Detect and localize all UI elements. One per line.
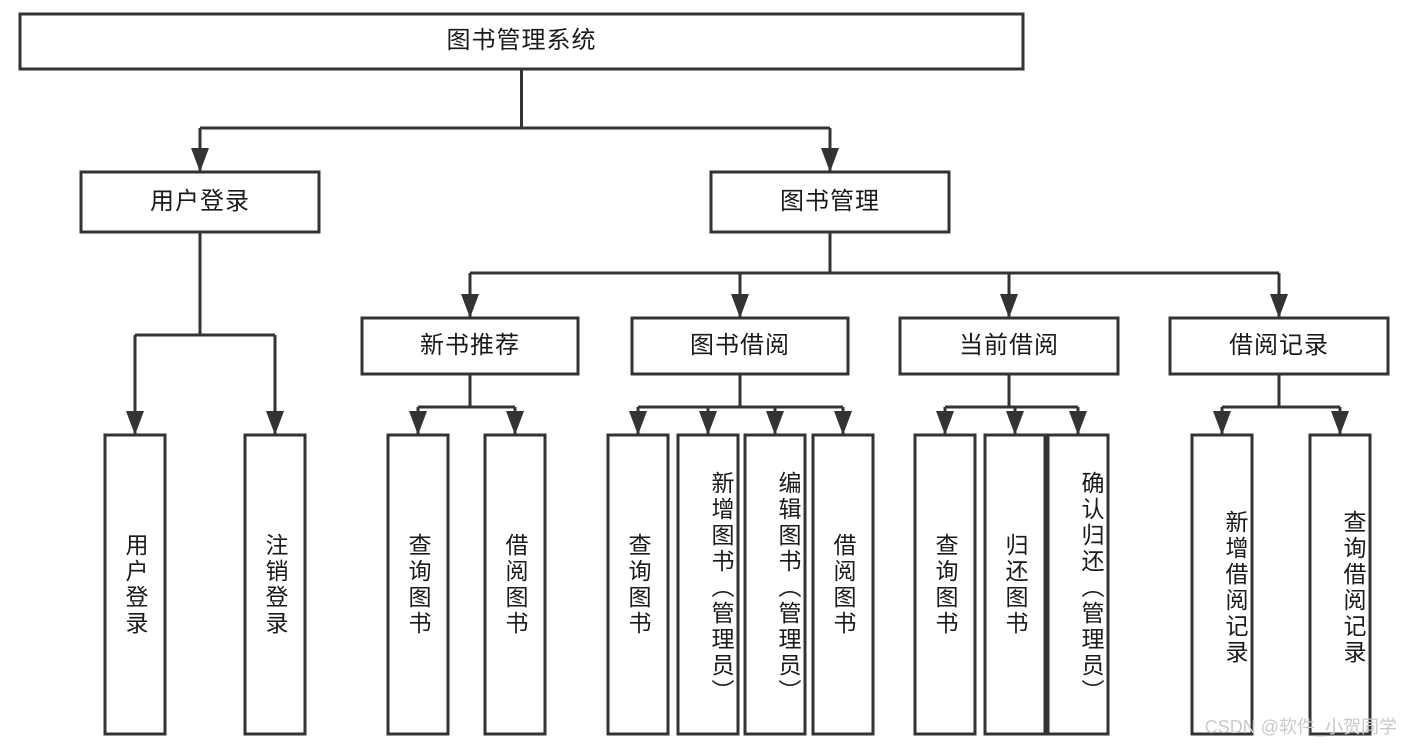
watermark-text: CSDN @软件_小贺同学 bbox=[1204, 717, 1397, 737]
node-box-level3-2[interactable] bbox=[898, 316, 1120, 376]
node-box-leaf-10[interactable] bbox=[1046, 433, 1110, 736]
arrow-head-book-mgmt-1 bbox=[731, 294, 749, 318]
arrow-head-l3-2-2 bbox=[1069, 411, 1087, 435]
node-box-level3-1[interactable] bbox=[630, 316, 850, 376]
node-box-level3-3[interactable] bbox=[1168, 316, 1390, 376]
node-box-leaf-3[interactable] bbox=[483, 433, 547, 736]
arrow-head-root-1 bbox=[821, 148, 839, 172]
arrow-head-l3-2-0 bbox=[936, 411, 954, 435]
arrow-head-l3-1-0 bbox=[629, 411, 647, 435]
node-box-leaf-11[interactable] bbox=[1190, 433, 1254, 736]
arrow-head-l3-3-0 bbox=[1213, 411, 1231, 435]
node-box-level3-0[interactable] bbox=[360, 316, 580, 376]
node-box-level2-0[interactable] bbox=[79, 170, 321, 234]
node-box-leaf-1[interactable] bbox=[243, 433, 307, 736]
node-box-leaf-6[interactable] bbox=[743, 433, 807, 736]
node-box-leaf-2[interactable] bbox=[386, 433, 450, 736]
arrow-head-book-mgmt-3 bbox=[1270, 294, 1288, 318]
node-box-leaf-0[interactable] bbox=[103, 433, 167, 736]
arrow-head-l3-3-1 bbox=[1331, 411, 1349, 435]
arrow-head-l3-1-3 bbox=[834, 411, 852, 435]
node-box-leaf-5[interactable] bbox=[676, 433, 740, 736]
node-box-leaf-8[interactable] bbox=[913, 433, 977, 736]
node-box-leaf-4[interactable] bbox=[606, 433, 670, 736]
arrow-head-l3-2-1 bbox=[1006, 411, 1024, 435]
arrow-head-root-0 bbox=[191, 148, 209, 172]
arrow-head-l3-0-1 bbox=[506, 411, 524, 435]
arrow-head-l3-0-0 bbox=[409, 411, 427, 435]
node-box-leaf-9[interactable] bbox=[983, 433, 1047, 736]
node-box-leaf-7[interactable] bbox=[811, 433, 875, 736]
arrow-head-l3-1-1 bbox=[699, 411, 717, 435]
arrow-head-book-mgmt-0 bbox=[461, 294, 479, 318]
node-box-root-0[interactable] bbox=[18, 12, 1025, 71]
arrow-head-user-login-0 bbox=[126, 411, 144, 435]
arrow-head-l3-1-2 bbox=[766, 411, 784, 435]
node-box-level2-1[interactable] bbox=[709, 170, 951, 234]
arrow-head-book-mgmt-2 bbox=[1000, 294, 1018, 318]
arrow-head-user-login-1 bbox=[266, 411, 284, 435]
node-box-leaf-12[interactable] bbox=[1308, 433, 1372, 736]
